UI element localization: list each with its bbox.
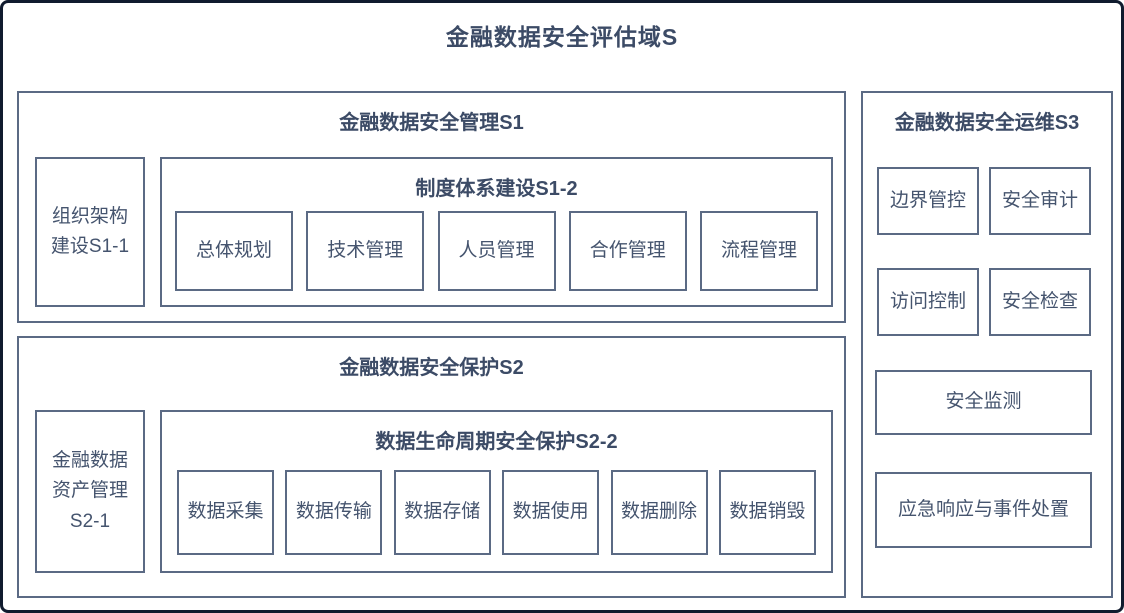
diagram-title: 金融数据安全评估域S — [445, 24, 679, 50]
node-s1-1: 组织架构 建设S1-1 — [35, 157, 145, 307]
group-s2-2-title: 数据生命周期安全保护S2-2 — [375, 431, 618, 453]
section-s2: 金融数据安全保护S2 金融数据 资产管理 S2-1 数据生命周期安全保护S2-2… — [17, 336, 846, 598]
node-s2-2-item: 数据传输 — [285, 470, 383, 555]
group-s1-2: 制度体系建设S1-2 总体规划 技术管理 人员管理 合作管理 流程管理 — [160, 157, 833, 307]
group-s1-2-title: 制度体系建设S1-2 — [415, 178, 578, 200]
section-s3-title: 金融数据安全运维S3 — [894, 112, 1080, 134]
node-s2-1-line2: 资产管理 — [51, 480, 128, 502]
section-s1-title: 金融数据安全管理S1 — [339, 112, 524, 134]
node-s3-boundary-control: 边界管控 — [877, 167, 979, 235]
group-s1-2-items: 总体规划 技术管理 人员管理 合作管理 流程管理 — [175, 211, 818, 291]
node-s2-2-item: 数据删除 — [610, 470, 708, 555]
node-s1-2-item: 合作管理 — [568, 211, 687, 291]
group-s2-2-items: 数据采集 数据传输 数据存储 数据使用 数据删除 数据销毁 — [177, 470, 816, 555]
node-s3-security-audit: 安全审计 — [989, 167, 1091, 235]
node-s3-security-monitoring: 安全监测 — [875, 370, 1092, 435]
node-s1-1-line2: 建设S1-1 — [50, 236, 130, 257]
group-s2-2: 数据生命周期安全保护S2-2 数据采集 数据传输 数据存储 数据使用 数据删除 … — [160, 410, 833, 573]
node-s2-1-line1: 金融数据 — [51, 449, 128, 471]
node-s2-2-item: 数据使用 — [502, 470, 600, 555]
section-s3: 金融数据安全运维S3 边界管控 安全审计 访问控制 安全检查 安全监测 应急响应… — [861, 91, 1113, 598]
node-s1-2-item: 总体规划 — [175, 211, 293, 291]
node-s1-2-item: 流程管理 — [700, 211, 818, 291]
node-s2-1: 金融数据 资产管理 S2-1 — [35, 410, 145, 573]
node-s3-access-control: 访问控制 — [877, 268, 979, 336]
node-s2-2-item: 数据采集 — [177, 470, 274, 555]
section-s1: 金融数据安全管理S1 组织架构 建设S1-1 制度体系建设S1-2 总体规划 技… — [17, 91, 846, 323]
node-s3-security-check: 安全检查 — [989, 268, 1091, 336]
node-s1-2-item: 人员管理 — [437, 211, 556, 291]
section-s2-title: 金融数据安全保护S2 — [339, 357, 524, 379]
node-s2-2-item: 数据存储 — [393, 470, 491, 555]
node-s2-2-item: 数据销毁 — [718, 470, 816, 555]
node-s3-incident-response: 应急响应与事件处置 — [875, 472, 1092, 548]
node-s2-1-line3: S2-1 — [69, 510, 111, 532]
node-s1-1-line1: 组织架构 — [51, 205, 128, 227]
node-s1-2-item: 技术管理 — [306, 211, 425, 291]
